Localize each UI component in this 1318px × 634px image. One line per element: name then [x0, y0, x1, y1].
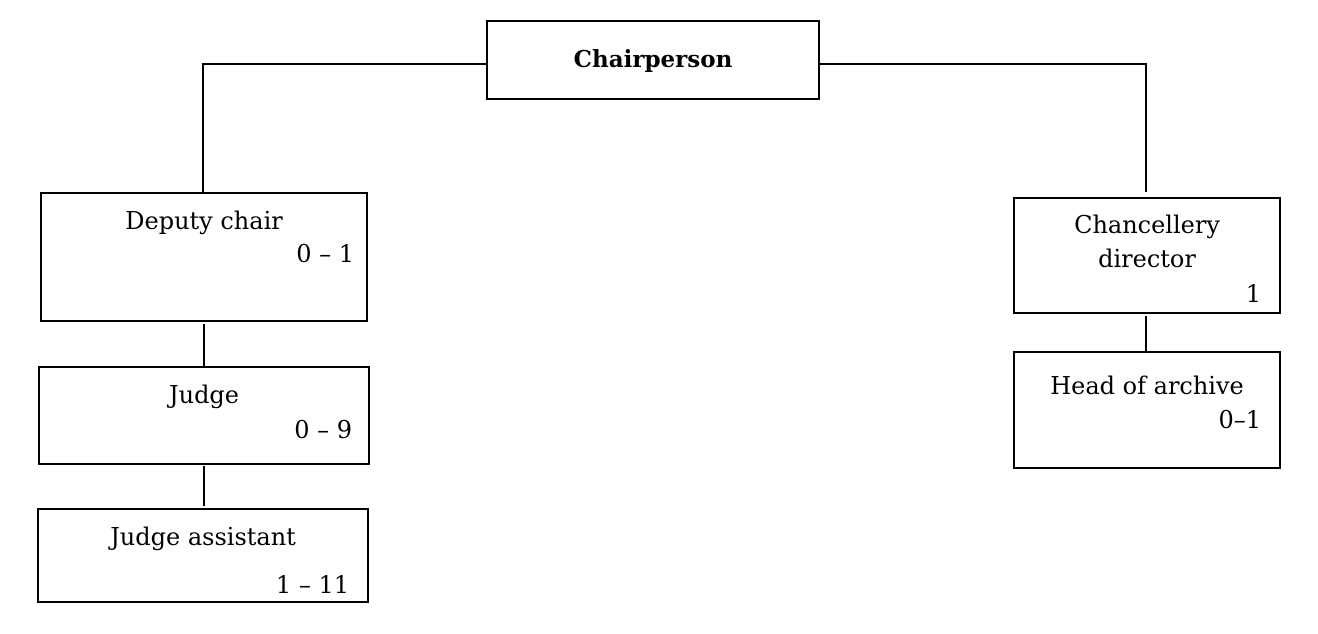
chairperson-title: Chairperson	[573, 46, 733, 73]
connector-chair-to-deputy	[202, 63, 486, 192]
chancellery-director-title-line2: director	[1098, 245, 1196, 273]
judge-assistant-count: 1 – 11	[275, 571, 349, 599]
judge-box: Judge 0 – 9	[38, 366, 370, 465]
deputy-chair-title: Deputy chair	[125, 207, 283, 235]
judge-title: Judge	[168, 381, 239, 409]
head-of-archive-box: Head of archive 0–1	[1013, 351, 1281, 469]
judge-assistant-box: Judge assistant 1 – 11	[37, 508, 369, 603]
chancellery-director-title: Chancellery director	[1015, 208, 1279, 276]
chancellery-director-count: 1	[1245, 280, 1261, 308]
chairperson-box: Chairperson	[486, 20, 820, 100]
connector-chair-to-chancellery	[820, 63, 1147, 192]
deputy-chair-count: 0 – 1	[296, 240, 354, 268]
chancellery-director-title-line1: Chancellery	[1074, 211, 1220, 239]
deputy-chair-box: Deputy chair 0 – 1	[40, 192, 368, 322]
head-of-archive-title: Head of archive	[1050, 372, 1244, 400]
judge-assistant-title: Judge assistant	[110, 523, 296, 551]
head-of-archive-count: 0–1	[1218, 406, 1261, 434]
judge-count: 0 – 9	[294, 416, 352, 444]
chancellery-director-box: Chancellery director 1	[1013, 197, 1281, 314]
